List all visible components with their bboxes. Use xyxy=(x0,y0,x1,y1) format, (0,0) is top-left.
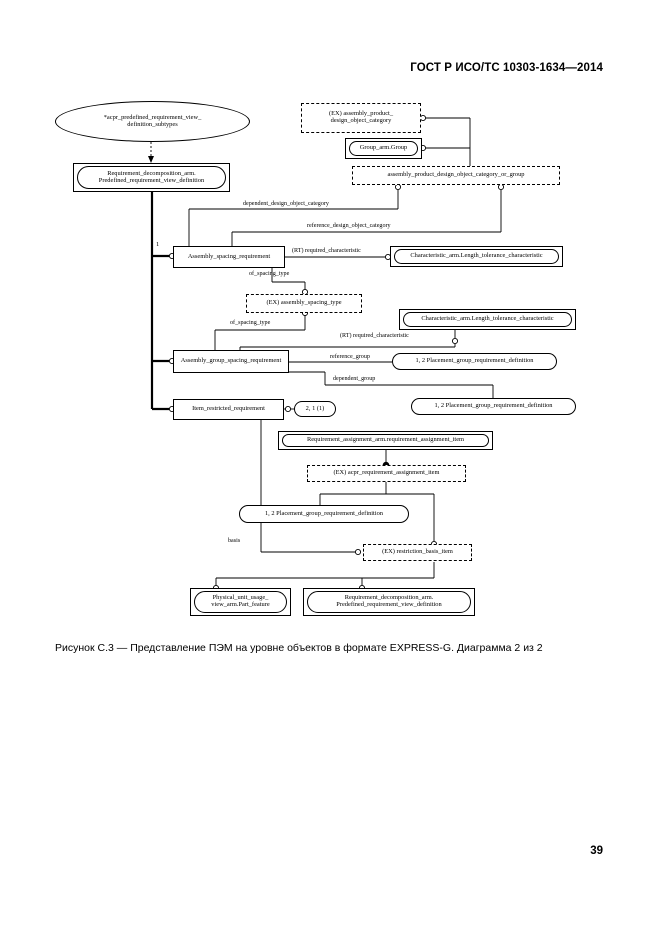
node-subtypes-ellipse[interactable]: *acpr_predefined_requirement_view_ defin… xyxy=(55,101,250,142)
node-item-restricted-requirement[interactable]: Item_restricted_requirement xyxy=(173,399,284,420)
node-ex-restriction-basis-item[interactable]: (EX) restriction_basis_item xyxy=(363,544,472,561)
node-requirement-decomposition-top[interactable]: Requirement_decomposition_arm. Predefine… xyxy=(73,163,230,192)
edge-label-required-characteristic-1: (RT) required_characteristic xyxy=(292,248,361,254)
edge-label-basis: basis xyxy=(228,538,241,544)
express-g-diagram: *acpr_predefined_requirement_view_ defin… xyxy=(55,101,576,616)
node-characteristic-length-tolerance-2[interactable]: Characteristic_arm.Length_tolerance_char… xyxy=(399,309,576,330)
node-requirement-decomposition-bottom-label: Requirement_decomposition_arm. Predefine… xyxy=(336,594,442,608)
node-requirement-assignment-item-label: Requirement_assignment_arm.requirement_a… xyxy=(306,436,465,444)
inner-stadium xyxy=(403,312,572,327)
node-characteristic-length-tolerance-1[interactable]: Characteristic_arm.Length_tolerance_char… xyxy=(390,246,563,267)
inner-stadium xyxy=(77,166,226,189)
edge-label-of-spacing-type-1: of_spacing_type xyxy=(249,271,290,277)
node-ex-assembly-product-design-object-category-label: (EX) assembly_product_ design_object_cat… xyxy=(328,110,394,124)
node-characteristic-length-tolerance-2-label: Characteristic_arm.Length_tolerance_char… xyxy=(421,315,554,323)
node-ex-assembly-spacing-type-label: (EX) assembly_spacing_type xyxy=(266,299,342,307)
inner-stadium xyxy=(194,591,287,613)
edge-label-reference-design-object-category: reference_design_object_category xyxy=(307,223,391,229)
node-assembly-product-design-object-category-or-group[interactable]: assembly_product_design_object_category_… xyxy=(352,166,560,185)
node-placement-group-requirement-definition-1[interactable]: 1, 2 Placement_group_requirement_definit… xyxy=(392,353,557,370)
inner-stadium xyxy=(282,434,489,447)
inner-stadium xyxy=(349,141,418,156)
page-number: 39 xyxy=(590,845,603,857)
edge-label-reference-group: reference_group xyxy=(330,354,370,360)
node-assembly-spacing-requirement[interactable]: Assembly_spacing_requirement xyxy=(173,246,285,268)
node-physical-unit-usage-part-feature[interactable]: Physical_unit_usage_ view_arm.Part_featu… xyxy=(190,588,291,616)
node-ex-acpr-requirement-assignment-item[interactable]: (EX) acpr_requirement_assignment_item xyxy=(307,465,466,482)
node-requirement-decomposition-top-label: Requirement_decomposition_arm. Predefine… xyxy=(98,169,205,184)
node-group-arm-group[interactable]: Group_arm.Group xyxy=(345,138,422,159)
node-subtypes-ellipse-label: *acpr_predefined_requirement_view_ defin… xyxy=(103,113,202,128)
node-group-arm-group-label: Group_arm.Group xyxy=(359,144,408,152)
document-header: ГОСТ Р ИСО/ТС 10303-1634—2014 xyxy=(410,62,603,74)
node-placement-group-requirement-definition-3[interactable]: 1, 2 Placement_group_requirement_definit… xyxy=(239,505,409,523)
node-ex-assembly-product-design-object-category[interactable]: (EX) assembly_product_ design_object_cat… xyxy=(301,103,421,133)
node-ex-restriction-basis-item-label: (EX) restriction_basis_item xyxy=(382,548,453,556)
node-page-reference-2-1-label: 2, 1 (1) xyxy=(305,404,325,412)
edge-label-of-spacing-type-2: of_spacing_type xyxy=(230,320,271,326)
inner-stadium xyxy=(394,249,559,264)
edge-label-dependent-design-object-category: dependent_design_object_category xyxy=(243,201,329,207)
node-characteristic-length-tolerance-1-label: Characteristic_arm.Length_tolerance_char… xyxy=(410,252,543,260)
node-assembly-group-spacing-requirement-label: Assembly_group_spacing_requirement xyxy=(180,357,282,365)
node-placement-group-requirement-definition-2[interactable]: 1, 2 Placement_group_requirement_definit… xyxy=(411,398,576,415)
node-assembly-product-design-object-category-or-group-label: assembly_product_design_object_category_… xyxy=(387,171,525,179)
edge-label-supertype-index: 1 xyxy=(156,241,160,248)
node-page-reference-2-1[interactable]: 2, 1 (1) xyxy=(294,401,336,417)
inner-stadium xyxy=(307,591,471,613)
node-item-restricted-requirement-label: Item_restricted_requirement xyxy=(192,405,265,413)
edge-label-required-characteristic-2: (RT) required_characteristic xyxy=(340,333,409,339)
edge-label-dependent-group: dependent_group xyxy=(333,376,376,382)
node-placement-group-requirement-definition-1-label: 1, 2 Placement_group_requirement_definit… xyxy=(415,357,534,365)
node-assembly-spacing-requirement-label: Assembly_spacing_requirement xyxy=(187,252,271,260)
node-physical-unit-usage-part-feature-label: Physical_unit_usage_ view_arm.Part_featu… xyxy=(211,594,270,608)
figure-caption: Рисунок С.3 — Представление ПЭМ на уровн… xyxy=(55,642,543,654)
node-placement-group-requirement-definition-2-label: 1, 2 Placement_group_requirement_definit… xyxy=(434,402,553,410)
node-requirement-decomposition-bottom[interactable]: Requirement_decomposition_arm. Predefine… xyxy=(303,588,475,616)
node-placement-group-requirement-definition-3-label: 1, 2 Placement_group_requirement_definit… xyxy=(264,509,384,517)
node-ex-assembly-spacing-type[interactable]: (EX) assembly_spacing_type xyxy=(246,294,362,313)
node-assembly-group-spacing-requirement[interactable]: Assembly_group_spacing_requirement xyxy=(173,350,289,373)
node-ex-acpr-requirement-assignment-item-label: (EX) acpr_requirement_assignment_item xyxy=(333,469,440,477)
node-requirement-assignment-item[interactable]: Requirement_assignment_arm.requirement_a… xyxy=(278,431,493,450)
